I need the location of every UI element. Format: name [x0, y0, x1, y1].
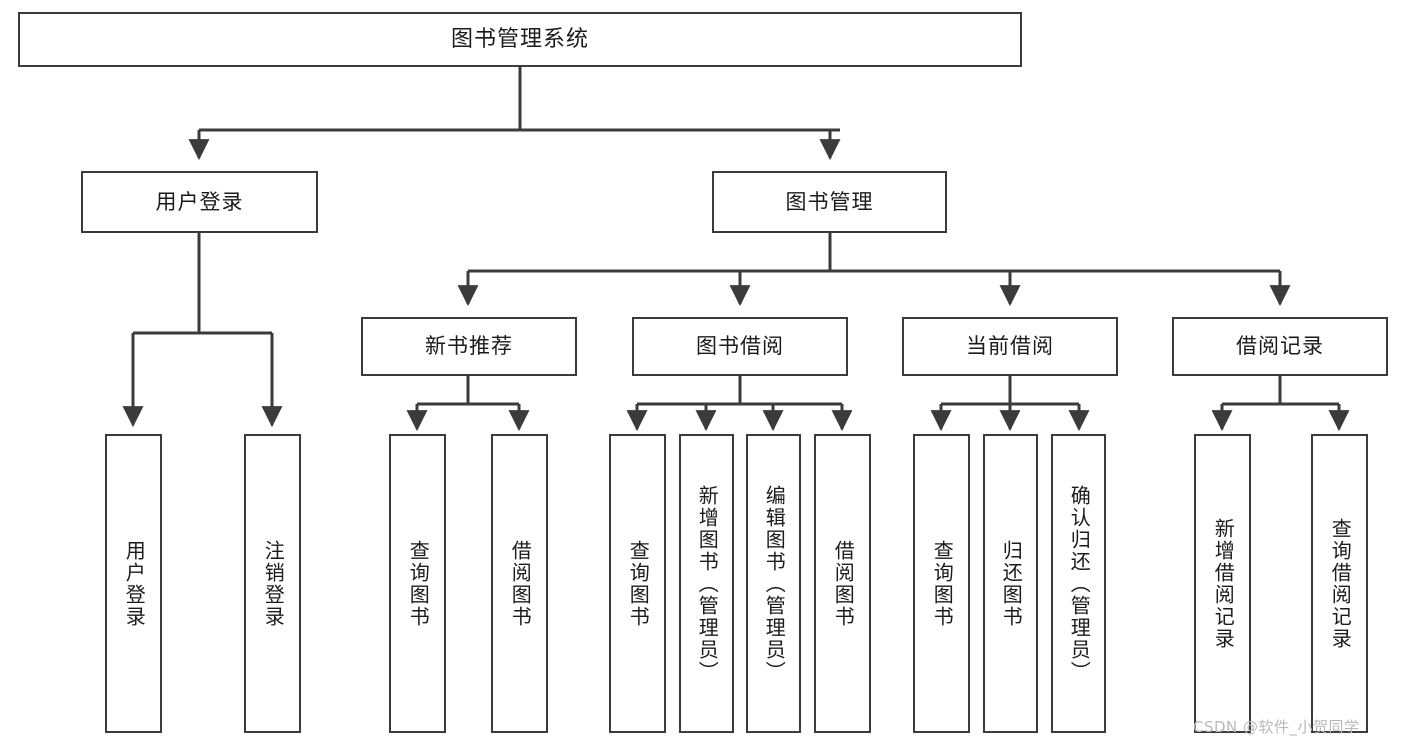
leaf-user-login[interactable]: 用户登录: [105, 434, 162, 733]
watermark: CSDN @软件_小贺同学: [1193, 718, 1360, 736]
edge-bookborrow-to-leaves: [626, 376, 853, 432]
leaf-add-book[interactable]: 新增图书（管理员）: [679, 434, 734, 733]
leaf-borrow-book-2[interactable]: 借阅图书: [814, 434, 871, 733]
edge-newbook-to-leaves: [406, 376, 530, 432]
edge-currentborrow-to-leaves: [930, 376, 1090, 432]
leaf-user-logout[interactable]: 注销登录: [244, 434, 301, 733]
leaf-query-book-2[interactable]: 查询图书: [609, 434, 666, 733]
node-current-borrow[interactable]: 当前借阅: [902, 317, 1118, 376]
node-book-borrow[interactable]: 图书借阅: [632, 317, 848, 376]
node-borrow-record[interactable]: 借阅记录: [1172, 317, 1388, 376]
leaf-query-record[interactable]: 查询借阅记录: [1311, 434, 1368, 733]
node-root[interactable]: 图书管理系统: [18, 12, 1022, 67]
node-new-book-recommend[interactable]: 新书推荐: [361, 317, 577, 376]
edge-root-to-level2: [188, 67, 841, 161]
leaf-return-book[interactable]: 归还图书: [983, 434, 1038, 733]
leaf-edit-book[interactable]: 编辑图书（管理员）: [746, 434, 801, 733]
leaf-add-record[interactable]: 新增借阅记录: [1194, 434, 1251, 733]
leaf-query-book-1[interactable]: 查询图书: [389, 434, 446, 733]
leaf-query-book-3[interactable]: 查询图书: [913, 434, 970, 733]
node-user-login[interactable]: 用户登录: [81, 171, 318, 233]
edge-userlogin-to-leaves: [122, 233, 283, 428]
edge-bookmgmt-to-level3: [457, 233, 1291, 307]
edge-borrowrecord-to-leaves: [1211, 376, 1350, 432]
leaf-borrow-book-1[interactable]: 借阅图书: [491, 434, 548, 733]
node-book-management[interactable]: 图书管理: [712, 171, 947, 233]
leaf-confirm-return[interactable]: 确认归还（管理员）: [1051, 434, 1106, 733]
